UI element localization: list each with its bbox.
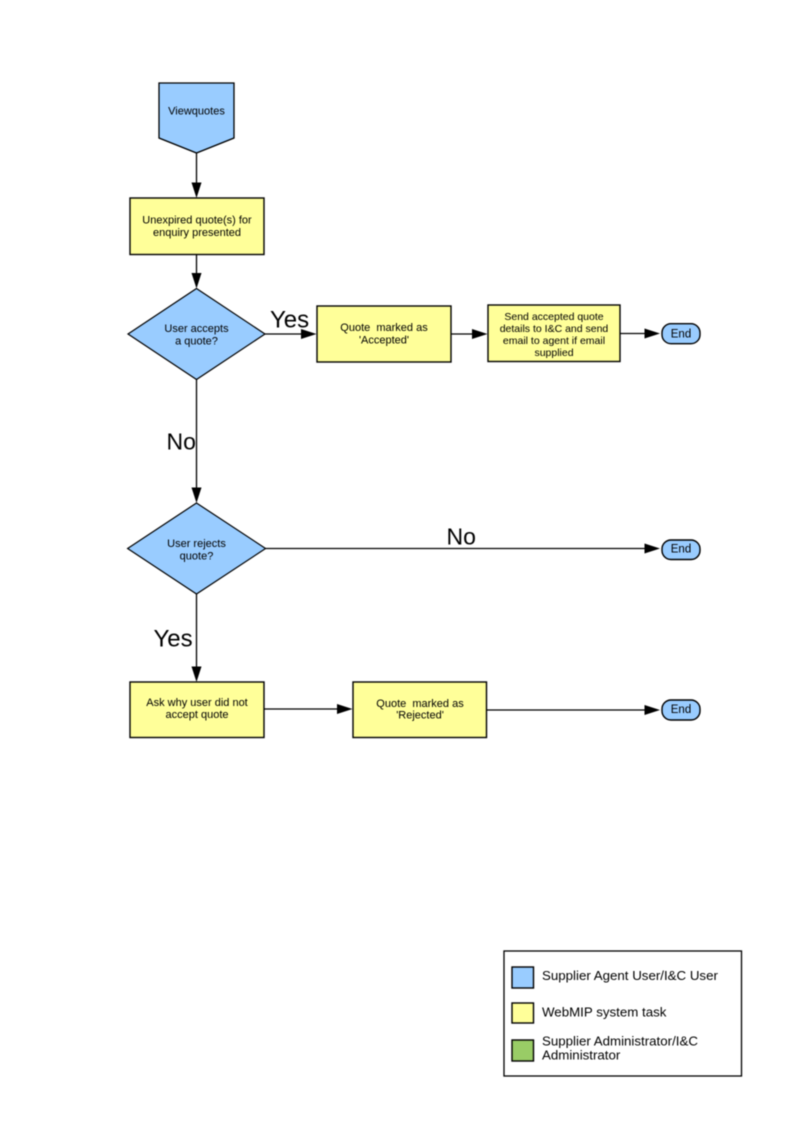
svg-text:accept quote: accept quote (166, 709, 229, 721)
svg-text:email to agent if email: email to agent if email (503, 335, 605, 347)
svg-text:Viewquotes: Viewquotes (168, 106, 225, 118)
svg-text:No: No (167, 429, 196, 455)
svg-text:End: End (671, 329, 691, 341)
svg-text:Supplier Administrator/I&C: Supplier Administrator/I&C (542, 1034, 698, 1049)
svg-text:End: End (671, 704, 691, 716)
svg-text:End: End (671, 544, 691, 556)
svg-text:User accepts: User accepts (164, 323, 229, 335)
svg-text:a quote?: a quote? (175, 335, 218, 347)
svg-text:'Rejected': 'Rejected' (396, 710, 444, 722)
svg-text:User rejects: User rejects (167, 538, 226, 550)
svg-text:Quote marked as: Quote marked as (376, 698, 464, 710)
svg-text:'Accepted': 'Accepted' (359, 335, 409, 347)
svg-text:Unexpired quote(s) for: Unexpired quote(s) for (142, 215, 252, 227)
svg-text:enquiry presented: enquiry presented (153, 227, 241, 239)
svg-text:Quote marked as: Quote marked as (340, 322, 428, 334)
svg-text:No: No (447, 523, 476, 549)
svg-text:supplied: supplied (534, 347, 573, 359)
svg-text:Yes: Yes (154, 625, 193, 652)
svg-text:Yes: Yes (270, 307, 309, 334)
svg-text:Administrator: Administrator (542, 1048, 621, 1063)
svg-text:Supplier Agent User/I&C User: Supplier Agent User/I&C User (542, 968, 718, 983)
svg-text:Send accepted quote: Send accepted quote (504, 311, 603, 323)
svg-text:Ask why user did not: Ask why user did not (146, 697, 248, 709)
svg-text:details to I&C and send: details to I&C and send (500, 323, 609, 335)
svg-text:quote?: quote? (180, 551, 214, 563)
svg-text:WebMIP system task: WebMIP system task (542, 1005, 667, 1020)
